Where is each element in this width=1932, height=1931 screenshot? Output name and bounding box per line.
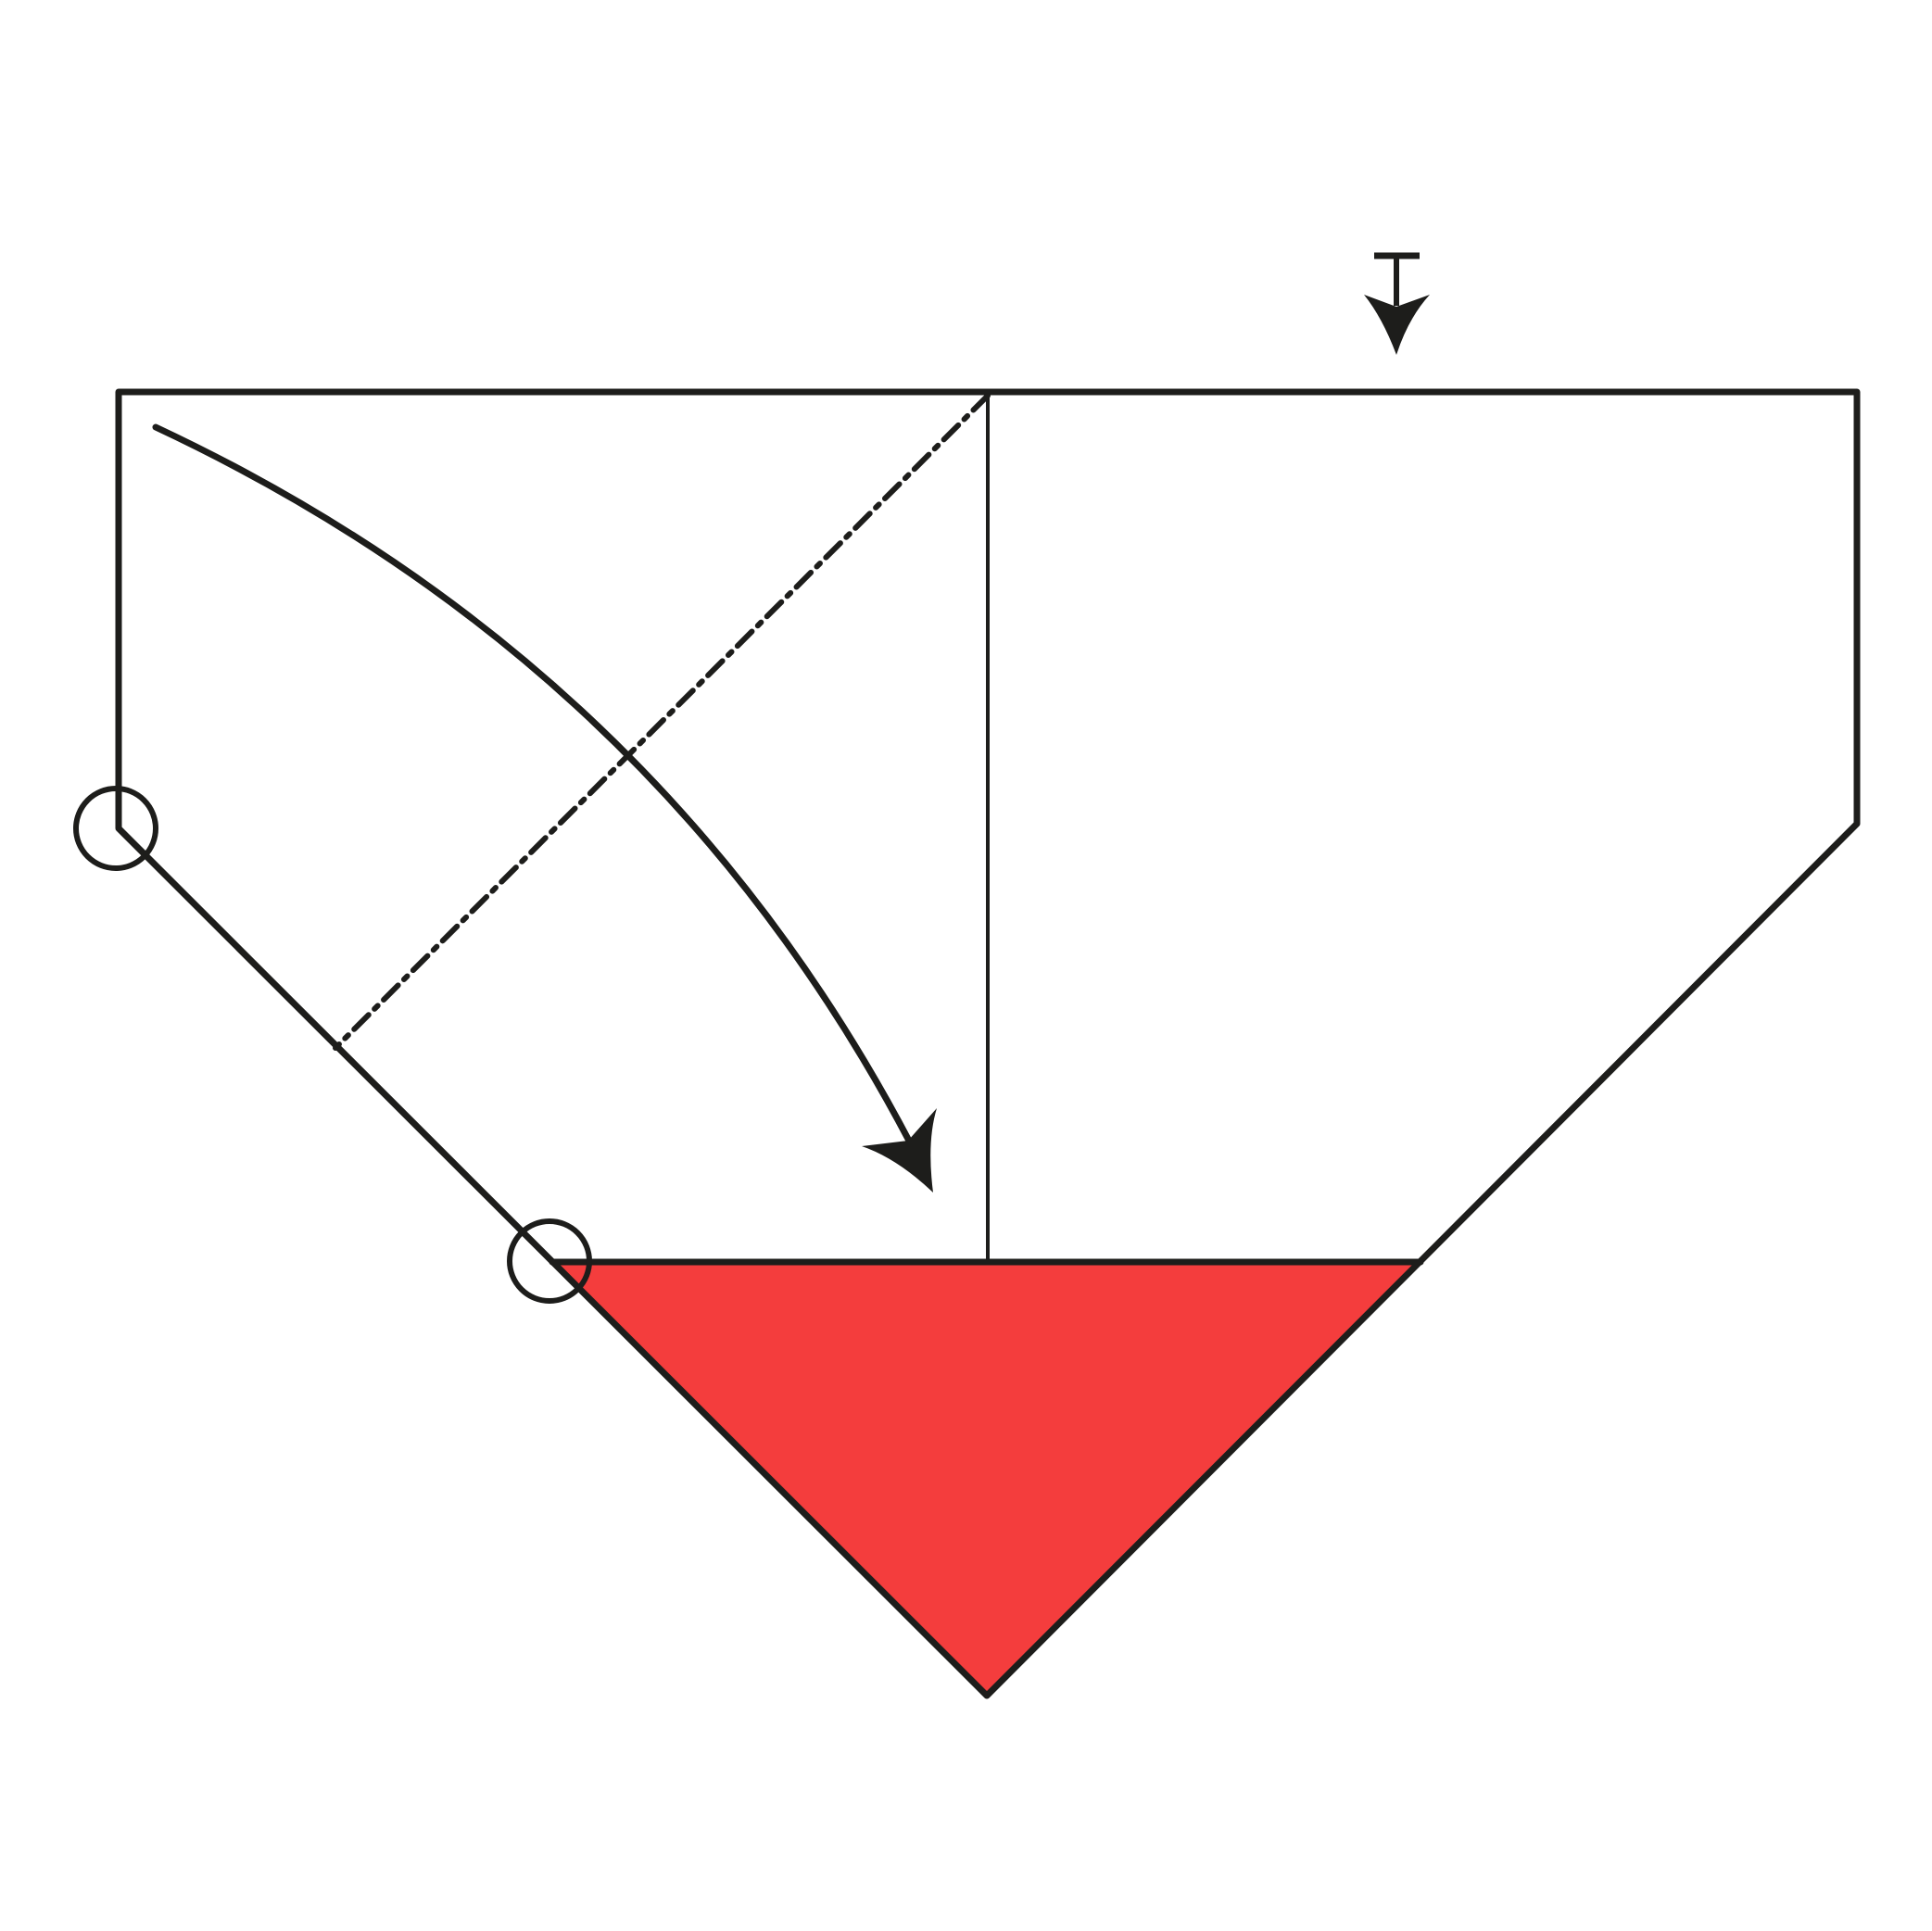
paper-outline — [115, 388, 1861, 1699]
valley-fold-arrowhead-icon — [862, 1108, 937, 1193]
valley-fold-arrow-icon — [152, 423, 914, 1146]
reference-circle-icon — [507, 1218, 592, 1304]
colored-side-triangle — [552, 1262, 1421, 1696]
fold-behind-arrow-icon — [1364, 252, 1430, 355]
valley-fold-line — [333, 393, 991, 1051]
reference-circle-icon — [73, 786, 158, 871]
